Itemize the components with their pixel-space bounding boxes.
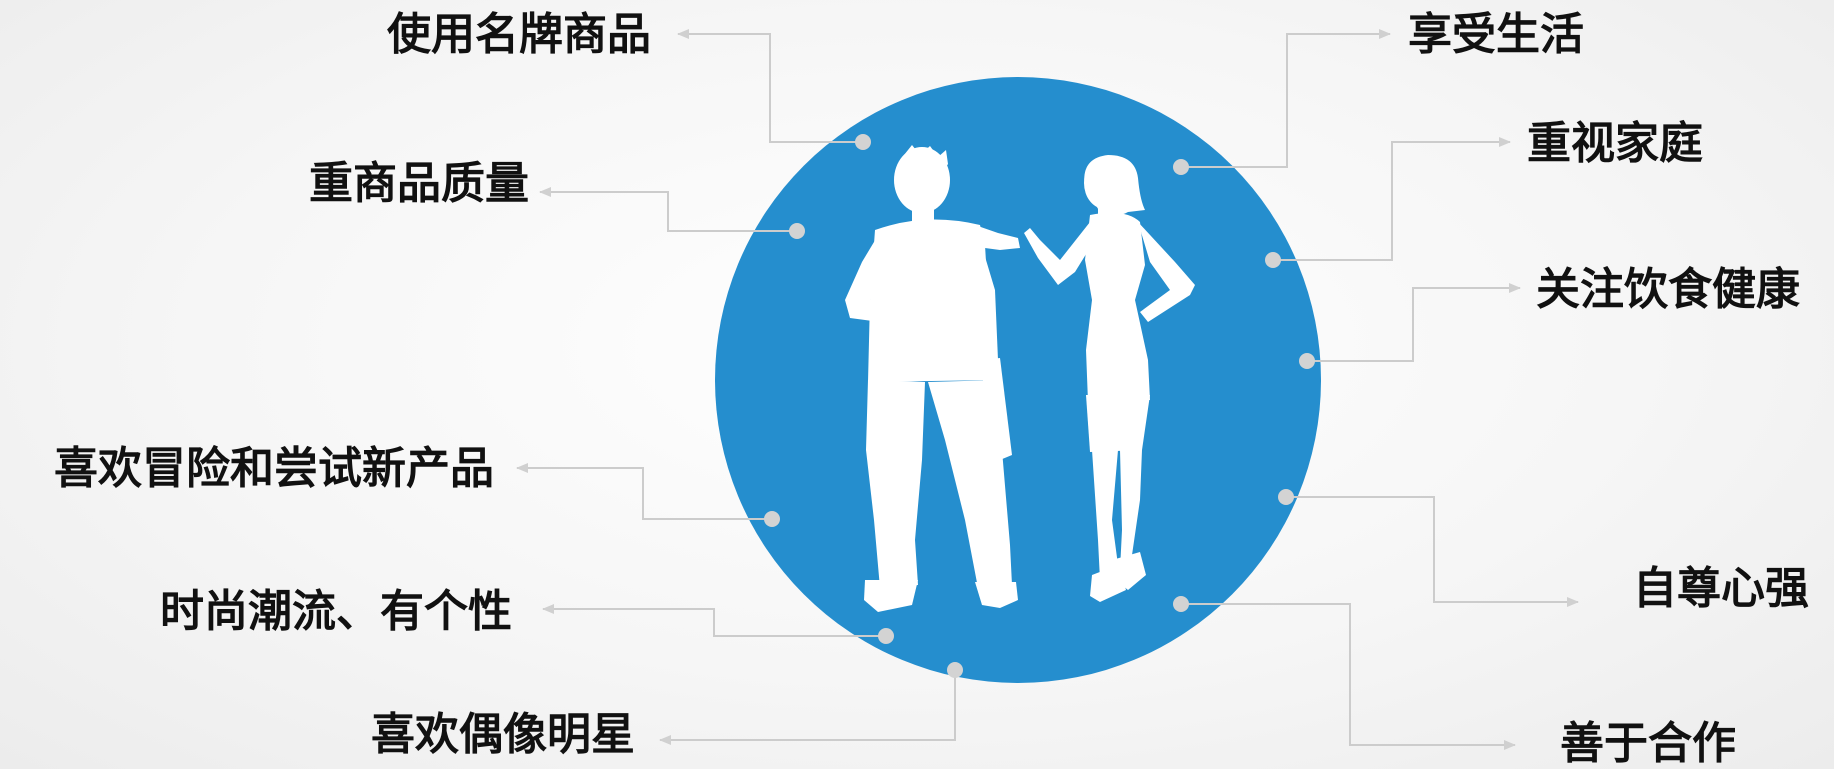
left-connectors — [516, 29, 956, 745]
connector-adventure — [516, 463, 772, 520]
label-cooperate: 善于合作 — [1560, 718, 1736, 769]
man-silhouette-icon — [845, 145, 1020, 612]
connector-cooperate — [1181, 603, 1516, 750]
connector-idol — [659, 670, 956, 745]
connector-quality — [539, 187, 797, 232]
connector-fashion — [542, 604, 886, 637]
connector-brand — [677, 29, 863, 143]
right-connectors — [1181, 29, 1579, 750]
label-idol: 喜欢偶像明星 — [371, 709, 635, 760]
center-circle — [715, 77, 1321, 683]
connector-family — [1273, 137, 1511, 261]
connector-selfesteem — [1286, 496, 1579, 607]
label-selfesteem: 自尊心强 — [1633, 563, 1809, 614]
label-enjoy: 享受生活 — [1408, 9, 1584, 60]
woman-silhouette-icon — [1024, 155, 1195, 602]
connector-health — [1307, 283, 1521, 362]
label-health: 关注饮食健康 — [1536, 264, 1800, 315]
connector-enjoy — [1181, 29, 1391, 168]
label-fashion: 时尚潮流、有个性 — [160, 586, 512, 637]
label-brand: 使用名牌商品 — [387, 9, 651, 60]
label-family: 重视家庭 — [1527, 118, 1703, 169]
label-adventure: 喜欢冒险和尝试新产品 — [54, 443, 494, 494]
label-quality: 重商品质量 — [309, 158, 529, 209]
connector-dots — [764, 134, 1315, 678]
